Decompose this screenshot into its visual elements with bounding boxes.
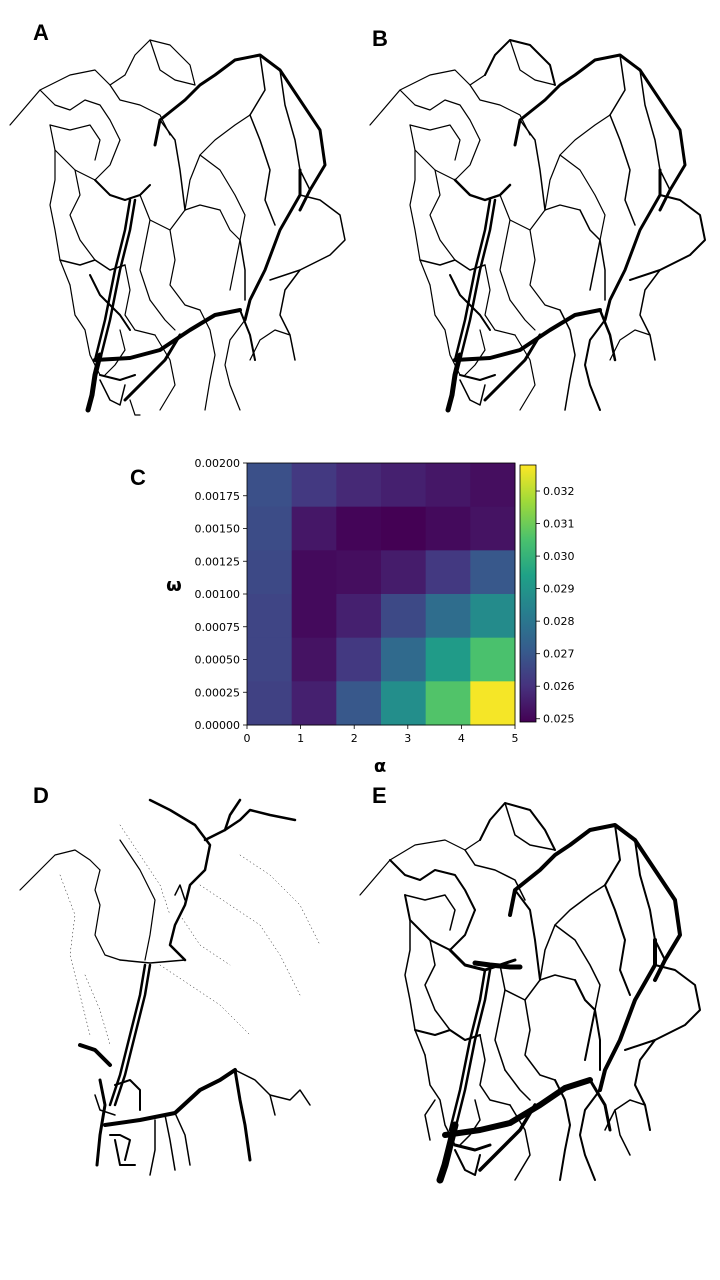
heatmap-cell xyxy=(291,594,337,639)
x-tick-label: 3 xyxy=(404,732,411,745)
heatmap-cell xyxy=(336,506,382,551)
heatmap-cell xyxy=(336,681,382,726)
heatmap-cell xyxy=(247,550,293,595)
colorbar-tick-label: 0.025 xyxy=(543,713,575,726)
heatmap-chart: 0 1 2 3 4 5 0.00000 0.00025 0.00050 0.00075 0.001… xyxy=(166,457,575,777)
x-axis-ticks: 0 1 2 3 4 5 xyxy=(244,725,519,745)
heatmap-cell xyxy=(381,463,427,508)
heatmap-cell xyxy=(291,637,337,682)
heatmap-cell xyxy=(381,637,427,682)
panel-label-c: C xyxy=(130,465,146,490)
heatmap-cell xyxy=(425,637,471,682)
heatmap-cell xyxy=(336,550,382,595)
heatmap-cell xyxy=(336,594,382,639)
heatmap-cell xyxy=(470,637,516,682)
colorbar-tick-label: 0.026 xyxy=(543,680,575,693)
heatmap-cell xyxy=(381,681,427,726)
y-tick-label: 0.00050 xyxy=(195,654,241,667)
heatmap-cells xyxy=(247,463,516,726)
colorbar-tick-label: 0.032 xyxy=(543,485,575,498)
colorbar-tick-label: 0.030 xyxy=(543,550,575,563)
colorbar-ticks: 0.025 0.026 0.027 0.028 0.029 0.030 0.031 0.032 xyxy=(536,485,575,726)
colorbar-tick-label: 0.027 xyxy=(543,648,575,661)
heatmap-cell xyxy=(470,681,516,726)
network-drawing-a xyxy=(9,39,346,416)
heatmap-cell xyxy=(425,506,471,551)
heatmap-cell xyxy=(425,681,471,726)
x-axis-label: α xyxy=(374,756,386,777)
network-drawing-b xyxy=(369,39,706,413)
colorbar-tick-label: 0.031 xyxy=(543,518,575,531)
heatmap-cell xyxy=(247,506,293,551)
y-tick-label: 0.00175 xyxy=(195,490,241,503)
y-tick-label: 0.00150 xyxy=(195,523,241,536)
panel-label-d: D xyxy=(33,783,49,808)
y-tick-label: 0.00100 xyxy=(195,588,241,601)
y-axis-label: ω xyxy=(166,575,182,596)
heatmap-cell xyxy=(470,506,516,551)
y-tick-label: 0.00075 xyxy=(195,621,241,634)
heatmap-cell xyxy=(247,681,293,726)
heatmap-cell xyxy=(425,463,471,508)
heatmap-cell xyxy=(336,463,382,508)
colorbar xyxy=(519,464,537,723)
network-drawing-e xyxy=(359,802,701,1184)
heatmap-cell xyxy=(336,637,382,682)
x-tick-label: 0 xyxy=(244,732,251,745)
x-tick-label: 2 xyxy=(351,732,358,745)
heatmap-cell xyxy=(381,550,427,595)
x-tick-label: 4 xyxy=(458,732,465,745)
heatmap-cell xyxy=(381,506,427,551)
heatmap-cell xyxy=(381,594,427,639)
network-drawing-d xyxy=(19,798,321,1176)
x-tick-label: 1 xyxy=(297,732,304,745)
heatmap-cell xyxy=(291,681,337,726)
panel-label-a: A xyxy=(33,20,49,45)
colorbar-tick-label: 0.029 xyxy=(543,583,575,596)
heatmap-cell xyxy=(291,550,337,595)
heatmap-cell xyxy=(247,463,293,508)
panel-label-b: B xyxy=(372,26,388,51)
y-tick-label: 0.00125 xyxy=(195,555,241,568)
x-tick-label: 5 xyxy=(512,732,519,745)
heatmap-cell xyxy=(247,637,293,682)
heatmap-cell xyxy=(291,506,337,551)
heatmap-cell xyxy=(470,550,516,595)
heatmap-cell xyxy=(247,594,293,639)
colorbar-tick-label: 0.028 xyxy=(543,615,575,628)
y-tick-label: 0.00000 xyxy=(195,719,241,732)
panel-label-e: E xyxy=(372,783,387,808)
y-axis-ticks: 0.00000 0.00025 0.00050 0.00075 0.00100 0.001… xyxy=(195,457,247,732)
heatmap-cell xyxy=(425,550,471,595)
heatmap-cell xyxy=(470,594,516,639)
y-tick-label: 0.00025 xyxy=(195,686,241,699)
heatmap-cell xyxy=(425,594,471,639)
y-tick-label: 0.00200 xyxy=(195,457,241,470)
heatmap-cell xyxy=(291,463,337,508)
heatmap-cell xyxy=(470,463,516,508)
